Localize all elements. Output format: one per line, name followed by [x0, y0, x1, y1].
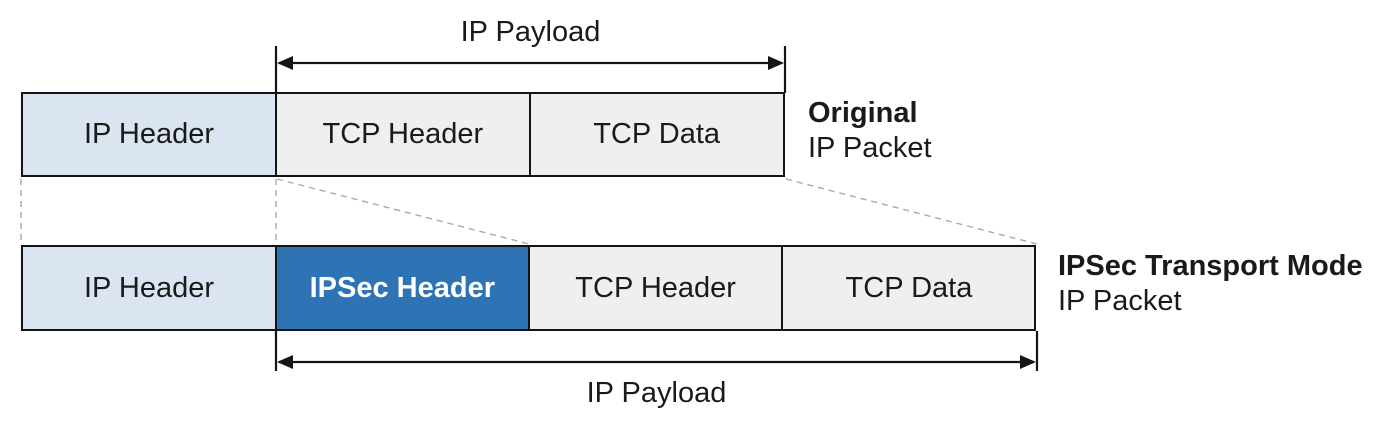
top-span-left-arrowhead-icon	[277, 56, 293, 70]
segment-label: TCP Data	[845, 271, 973, 304]
caption-subtitle: IP Packet	[1058, 285, 1182, 317]
ipsec-packet-caption: IPSec Transport Mode IP Packet	[1058, 249, 1363, 319]
top-ip-payload-label: IP Payload	[460, 16, 601, 48]
bottom-span-right-arrowhead-icon	[1020, 355, 1036, 369]
segment-label: TCP Data	[593, 118, 721, 150]
ipsec-packet-row: IP Header IPSec Header TCP Header TCP Da…	[21, 245, 1037, 331]
caption-subtitle: IP Packet	[808, 132, 932, 164]
projection-dash-right-edge	[785, 178, 1038, 245]
ipsec-header-box: IPSec Header	[274, 245, 530, 331]
bottom-span-left-arrowhead-icon	[277, 355, 293, 369]
segment-label: IPSec Header	[309, 271, 495, 304]
original-tcp-header-box: TCP Header	[274, 92, 531, 177]
caption-title: IPSec Transport Mode	[1058, 250, 1363, 282]
original-packet-row: IP Header TCP Header TCP Data	[21, 92, 785, 177]
bottom-ip-payload-label: IP Payload	[586, 377, 727, 409]
segment-label: IP Header	[83, 271, 215, 304]
ipsec-tcp-data-box: TCP Data	[781, 245, 1037, 331]
segment-label: IP Header	[83, 118, 215, 150]
caption-title: Original	[808, 97, 918, 129]
original-ip-header-box: IP Header	[21, 92, 277, 177]
original-tcp-data-box: TCP Data	[528, 92, 785, 177]
original-packet-caption: Original IP Packet	[808, 96, 932, 166]
top-span-right-arrowhead-icon	[768, 56, 784, 70]
ipsec-tcp-header-box: TCP Header	[527, 245, 784, 331]
segment-label: TCP Header	[322, 118, 484, 150]
ipsec-ip-header-box: IP Header	[21, 245, 277, 331]
projection-dash-ipsec-boundary	[276, 178, 530, 245]
segment-label: TCP Header	[575, 271, 736, 304]
